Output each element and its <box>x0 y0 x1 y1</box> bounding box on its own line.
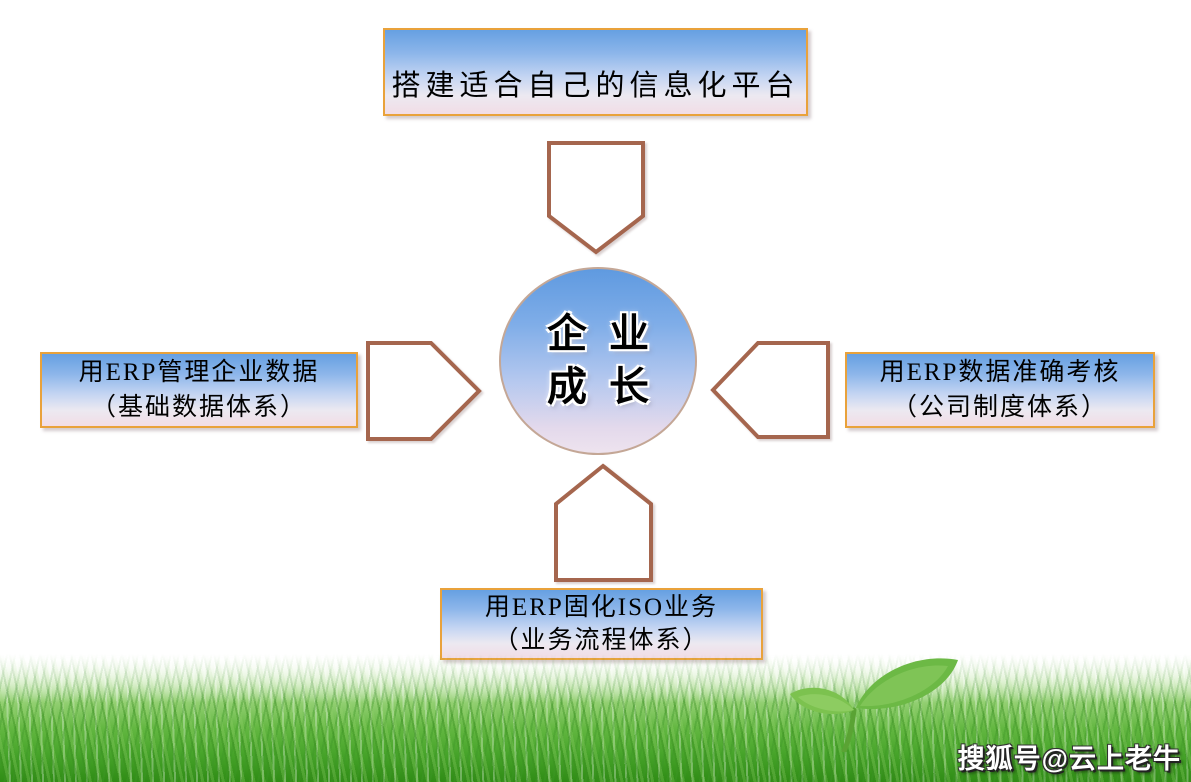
seedling-icon <box>790 658 958 752</box>
grass-footer-image <box>0 654 1191 782</box>
node-top-label: 搭建适合自己的信息化平台 <box>391 70 800 102</box>
arrow-down-icon <box>547 141 645 255</box>
node-left-erp-data: 用ERP管理企业数据 （基础数据体系） <box>40 352 358 428</box>
center-node-line1: 企业 <box>547 312 671 356</box>
node-right-assessment: 用ERP数据准确考核 （公司制度体系） <box>845 352 1155 428</box>
node-bottom-label-line2: （业务流程体系） <box>493 627 710 654</box>
center-node-line2: 成长 <box>547 365 671 409</box>
arrow-left-icon <box>710 341 830 439</box>
node-left-label-line2: （基础数据体系） <box>90 394 307 421</box>
watermark-text: 搜狐号@云上老牛 <box>957 744 1181 774</box>
node-top-platform: 搭建适合自己的信息化平台 <box>383 28 808 116</box>
node-right-label-line2: （公司制度体系） <box>891 394 1108 421</box>
node-bottom-label-line1: 用ERP固化ISO业务 <box>484 594 719 621</box>
arrow-up-icon <box>554 463 653 582</box>
center-node-enterprise-growth: 企业 成长 <box>499 267 697 455</box>
node-left-label-line1: 用ERP管理企业数据 <box>78 359 320 386</box>
node-right-label-line1: 用ERP数据准确考核 <box>879 359 1121 386</box>
node-bottom-iso: 用ERP固化ISO业务 （业务流程体系） <box>440 588 763 660</box>
arrow-right-icon <box>366 341 482 441</box>
